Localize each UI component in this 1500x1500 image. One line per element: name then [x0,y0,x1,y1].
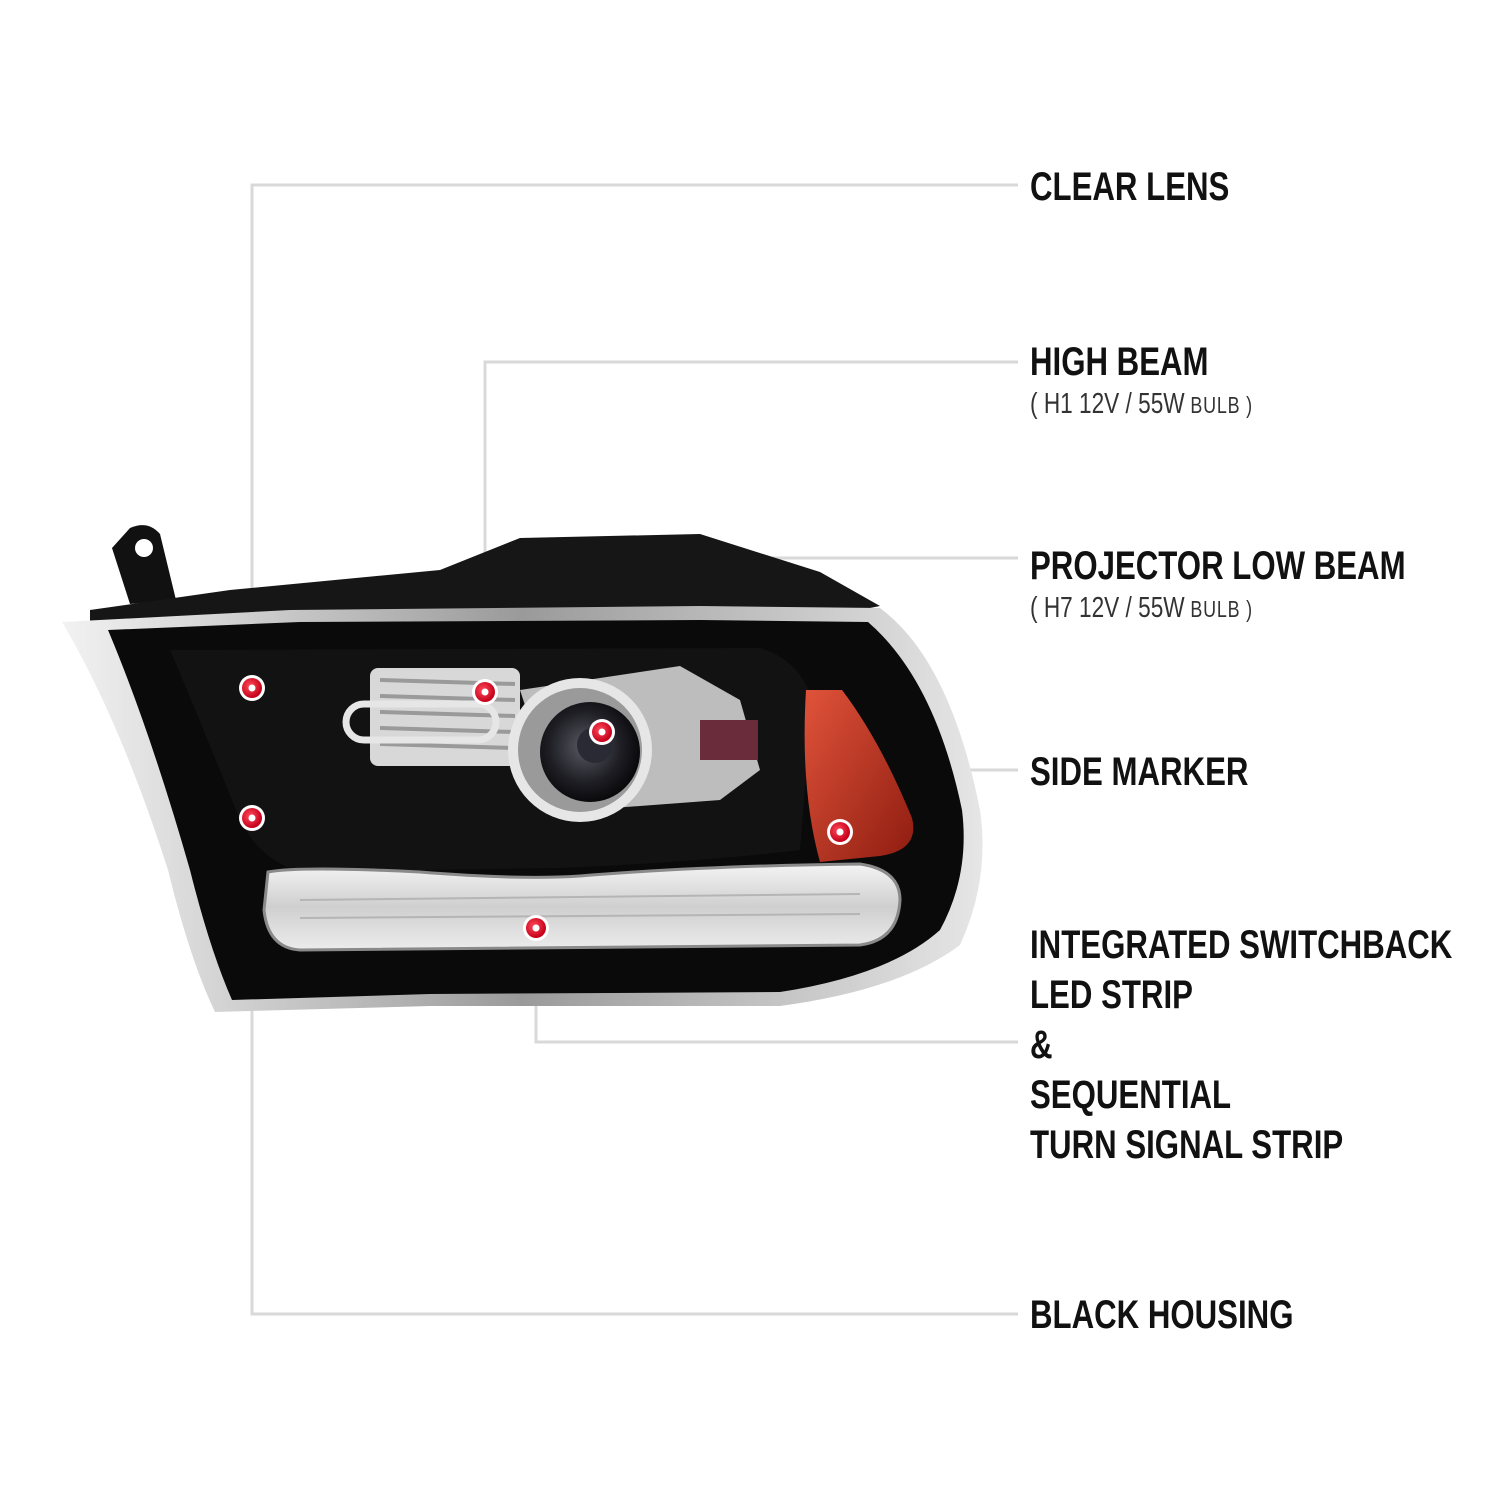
mounting-tab [112,525,176,604]
label-projector-low-beam-spec: ( H7 12V / 55W BULB ) [1030,591,1406,626]
label-high-beam-spec-main: ( H1 12V / 55W [1030,388,1185,420]
marker-dot-clear-lens [239,675,265,701]
marker-dot-side-marker [827,819,853,845]
label-led-strip-line-3: & [1030,1023,1053,1067]
label-led-strip-line-2: LED STRIP [1030,973,1193,1017]
label-projector-low-beam: PROJECTOR LOW BEAM ( H7 12V / 55W BULB ) [1030,541,1406,626]
label-side-marker: SIDE MARKER [1030,747,1248,797]
label-high-beam-title: HIGH BEAM [1030,340,1209,384]
label-led-strip-line-4: SEQUENTIAL [1030,1073,1232,1117]
marker-dot-projector-low-beam [589,719,615,745]
label-black-housing: BLACK HOUSING [1030,1290,1293,1340]
amber-side-marker [804,690,914,862]
label-led-strip-line-1: INTEGRATED SWITCHBACK [1030,923,1453,967]
callout-markers [239,675,853,941]
projector-assembly [508,666,760,822]
led-strip-lens [262,862,902,952]
label-high-beam-spec: ( H1 12V / 55W BULB ) [1030,387,1253,422]
label-clear-lens-title: CLEAR LENS [1030,165,1230,209]
label-led-strip-line-5: TURN SIGNAL STRIP [1030,1123,1344,1167]
label-projector-low-beam-title: PROJECTOR LOW BEAM [1030,544,1406,588]
marker-dot-high-beam [472,679,498,705]
marker-dot-black-housing [239,805,265,831]
label-black-housing-title: BLACK HOUSING [1030,1293,1294,1337]
label-side-marker-title: SIDE MARKER [1030,750,1249,794]
label-high-beam: HIGH BEAM ( H1 12V / 55W BULB ) [1030,337,1253,422]
label-clear-lens: CLEAR LENS [1030,162,1229,212]
leader-line-clear-lens [250,183,1018,688]
label-high-beam-spec-unit: BULB ) [1184,392,1253,418]
label-projector-low-beam-spec-main: ( H7 12V / 55W [1030,592,1185,624]
label-projector-low-beam-spec-unit: BULB ) [1184,596,1253,622]
label-led-strip: INTEGRATED SWITCHBACK LED STRIP & SEQUEN… [1030,920,1452,1170]
housing-top [90,534,880,625]
marker-dot-led-strip [523,915,549,941]
